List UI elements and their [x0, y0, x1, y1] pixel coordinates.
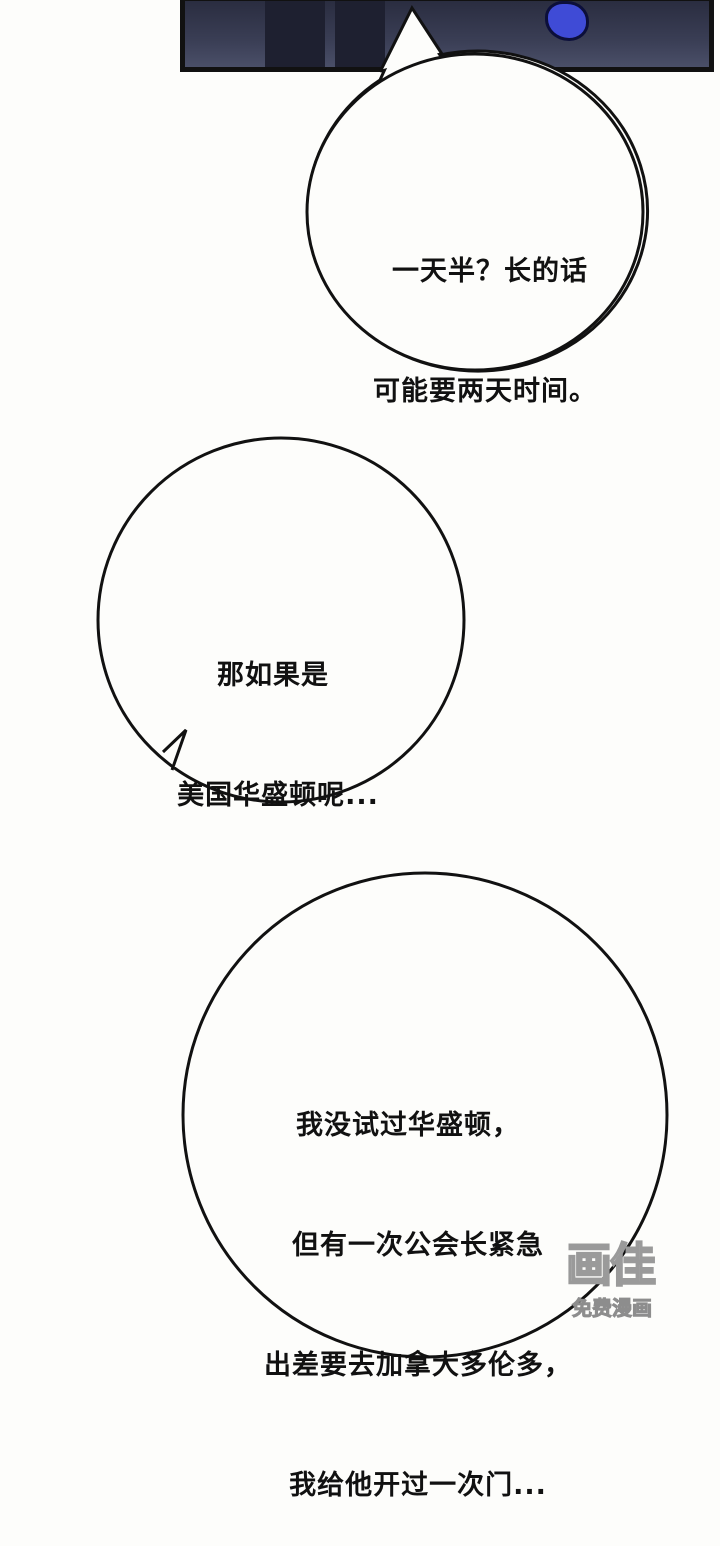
bubble-3-line-3: 出差要去加拿大多伦多，: [264, 1350, 572, 1381]
bubble-2-text: 那如果是 美国华盛顿呢...: [148, 576, 408, 856]
watermark-subtitle: 免费漫画: [572, 1296, 653, 1321]
bubble-2-line-1: 那如果是: [217, 660, 329, 691]
speech-bubble-2: [96, 436, 466, 804]
bubble-1-text: 一天半？长的话 可能要两天时间。: [340, 172, 630, 452]
bubble-3-line-1: 我没试过华盛顿，: [296, 1110, 520, 1141]
speech-bubble-1: [305, 4, 649, 373]
watermark-logo: 画佳: [565, 1237, 657, 1293]
bubble-3-line-2: 但有一次公会长紧急: [292, 1230, 544, 1261]
bubble-2-line-2: 美国华盛顿呢...: [177, 780, 379, 811]
character-shoe: [545, 1, 589, 41]
bubble-1-line-1: 一天半？长的话: [392, 256, 588, 287]
watermark: 画佳 免费漫画: [565, 1237, 690, 1330]
speech-bubbles-layer: [96, 4, 669, 1359]
character-leg: [265, 1, 325, 67]
bubble-3-text: 我没试过华盛顿， 但有一次公会长紧急 出差要去加拿大多伦多， 我给他开过一次门.…: [228, 1026, 608, 1546]
bubble-1-line-2: 可能要两天时间。: [373, 376, 597, 407]
speech-bubble-3: [181, 871, 669, 1359]
bubble-3-line-4: 我给他开过一次门...: [289, 1470, 547, 1501]
character-leg: [335, 1, 385, 67]
comic-panel-top: [180, 0, 714, 72]
